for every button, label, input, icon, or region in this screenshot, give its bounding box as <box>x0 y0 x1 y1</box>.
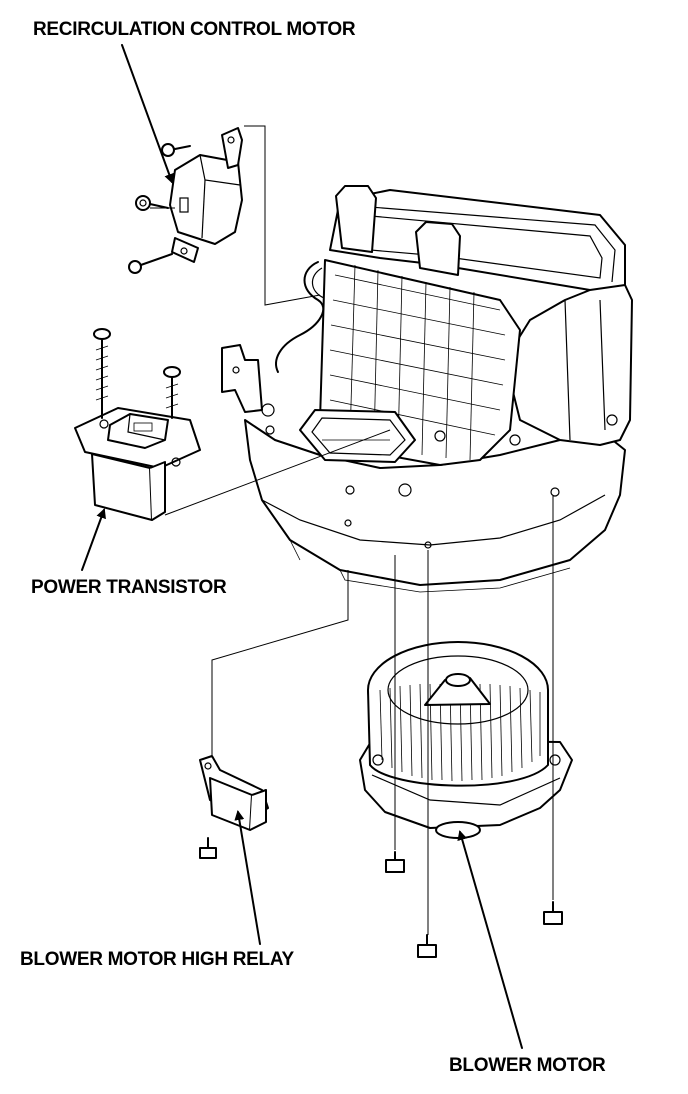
relay-leader-arrow <box>234 810 261 945</box>
power-transistor-label: POWER TRANSISTOR <box>31 577 227 598</box>
recirculation-control-motor-label: RECIRCULATION CONTROL MOTOR <box>33 19 356 40</box>
recirculation-control-motor <box>128 127 243 274</box>
blower-motor-label: BLOWER MOTOR <box>449 1055 606 1076</box>
power-transistor <box>74 328 201 521</box>
recirc-leader-arrow <box>121 44 174 184</box>
blower-motor-high-relay-label: BLOWER MOTOR HIGH RELAY <box>20 949 294 970</box>
blower-leader-arrow <box>457 830 523 1049</box>
blower-motor-high-relay <box>199 755 269 859</box>
blower-screws <box>385 851 563 958</box>
blower-motor <box>359 641 573 839</box>
blower-housing <box>221 185 633 593</box>
power-leader-arrow <box>81 508 106 571</box>
